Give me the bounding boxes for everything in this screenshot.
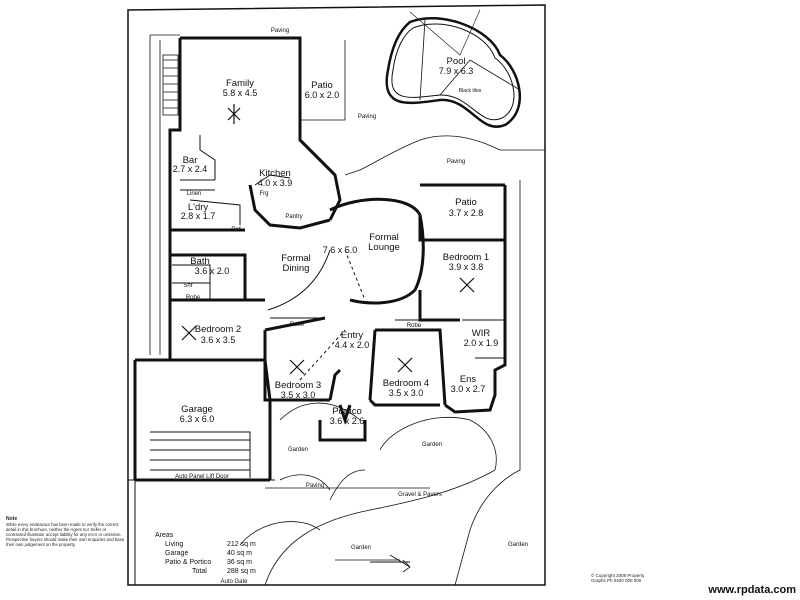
label-paving-pool2: Paving — [447, 159, 465, 165]
label-robe-bed2: Robe — [186, 295, 201, 301]
areas-label-2: Patio & Portico — [165, 559, 211, 566]
areas-value-0: 212 sq m — [227, 541, 256, 548]
landscape-lines — [149, 34, 545, 586]
room-bedroom1-dims: 3.9 x 3.8 — [449, 262, 484, 272]
pool — [385, 9, 522, 128]
label-ref: Ref — [231, 227, 241, 233]
brand-link[interactable]: www.rpdata.com — [708, 584, 796, 596]
room-wir: WIR — [472, 328, 491, 339]
room-laundry: L'dry — [188, 202, 209, 213]
room-patio-top: Patio — [311, 80, 333, 91]
room-formal-dining-dims: 7.6 x 5.0 — [323, 245, 358, 255]
room-patio-right: Patio — [455, 197, 477, 208]
label-robe-bed3: Robe — [290, 322, 305, 328]
areas-value-2: 36 sq m — [227, 559, 252, 566]
areas-heading: Areas — [155, 532, 174, 539]
note-heading: Note — [6, 516, 18, 522]
room-family: Family — [226, 78, 254, 89]
house-walls — [133, 36, 507, 482]
room-bath-dims: 3.6 x 2.0 — [195, 266, 230, 276]
label-robe-bed4: Robe — [407, 323, 422, 329]
label-garden-bottom: Garden — [351, 545, 371, 551]
clothesline — [162, 54, 179, 116]
room-kitchen-dims: 4.0 x 3.9 — [258, 178, 293, 188]
room-bedroom4: Bedroom 4 — [383, 378, 429, 389]
room-laundry-dims: 2.8 x 1.7 — [181, 211, 216, 221]
room-bedroom3-dims: 3.5 x 3.0 — [281, 390, 316, 400]
room-ens: Ens — [460, 374, 477, 385]
room-entry: Entry — [341, 330, 363, 341]
room-bedroom2-dims: 3.6 x 3.5 — [201, 335, 236, 345]
room-garage: Garage — [181, 404, 213, 415]
label-auto-door: Auto Panel Lift Door — [175, 474, 229, 480]
room-portico: Portico — [332, 406, 362, 417]
room-bedroom4-dims: 3.5 x 3.0 — [389, 388, 424, 398]
note-text: While every endeavour has been made to v… — [6, 522, 125, 547]
interior-lines — [150, 135, 505, 478]
label-auto-gate: Auto Gate — [220, 579, 248, 585]
label-pool-tiles: Black tiles — [459, 88, 482, 94]
label-fridge: Frg — [260, 191, 269, 197]
areas-label-3: Total — [192, 568, 207, 575]
room-patio-right-dims: 3.7 x 2.8 — [449, 208, 484, 218]
room-entry-dims: 4.4 x 2.0 — [335, 340, 370, 350]
label-garden-left: Garden — [288, 447, 308, 453]
label-pantry: Pantry — [285, 214, 302, 220]
room-bath: Bath — [190, 256, 210, 267]
areas-table: Areas Living 212 sq m Garage 40 sq m Pat… — [155, 532, 256, 575]
areas-value-3: 288 sq m — [227, 568, 256, 575]
room-bedroom3: Bedroom 3 — [275, 380, 321, 391]
label-paving-pool: Paving — [358, 114, 376, 120]
outdoor-labels: Paving Paving Paving Paving Garden Garde… — [220, 28, 528, 585]
room-wir-dims: 2.0 x 1.9 — [464, 338, 499, 348]
areas-label-0: Living — [165, 541, 183, 548]
room-bar: Bar — [183, 155, 198, 166]
label-paving-top: Paving — [271, 28, 289, 34]
room-ens-dims: 3.0 x 2.7 — [451, 384, 486, 394]
copyright: © Copyright 2008 Property Graphs Ph 0400… — [591, 573, 645, 583]
room-bedroom2: Bedroom 2 — [195, 324, 241, 335]
disclaimer-note: Note While every endeavour has been made… — [6, 516, 126, 548]
room-pool-dims: 7.9 x 6.3 — [439, 66, 474, 76]
room-pool: Pool — [446, 56, 465, 67]
room-labels: Family 5.8 x 4.5 Patio 6.0 x 2.0 Pool 7.… — [173, 56, 499, 426]
room-patio-top-dims: 6.0 x 2.0 — [305, 90, 340, 100]
label-gravel: Gravel & Pavers — [398, 492, 442, 498]
label-paving-front: Paving — [306, 483, 324, 489]
areas-label-1: Garage — [165, 550, 188, 557]
label-garden-right: Garden — [508, 542, 528, 548]
room-family-dims: 5.8 x 4.5 — [223, 88, 258, 98]
label-garden-front: Garden — [422, 442, 442, 448]
room-bedroom1: Bedroom 1 — [443, 252, 489, 263]
lot-boundary — [127, 4, 546, 586]
label-shr: Shr — [183, 283, 192, 289]
ceiling-fan-icon — [181, 104, 475, 375]
label-linen: Linen — [187, 191, 202, 197]
fixture-labels: Linen Robe Robe Robe Pantry Frg Ref Shr … — [175, 88, 482, 480]
room-garage-dims: 6.3 x 6.0 — [180, 414, 215, 424]
room-bar-dims: 2.7 x 2.4 — [173, 164, 208, 174]
room-kitchen: Kitchen — [259, 168, 291, 179]
room-portico-dims: 3.6 x 2.6 — [330, 416, 365, 426]
areas-value-1: 40 sq m — [227, 550, 252, 557]
